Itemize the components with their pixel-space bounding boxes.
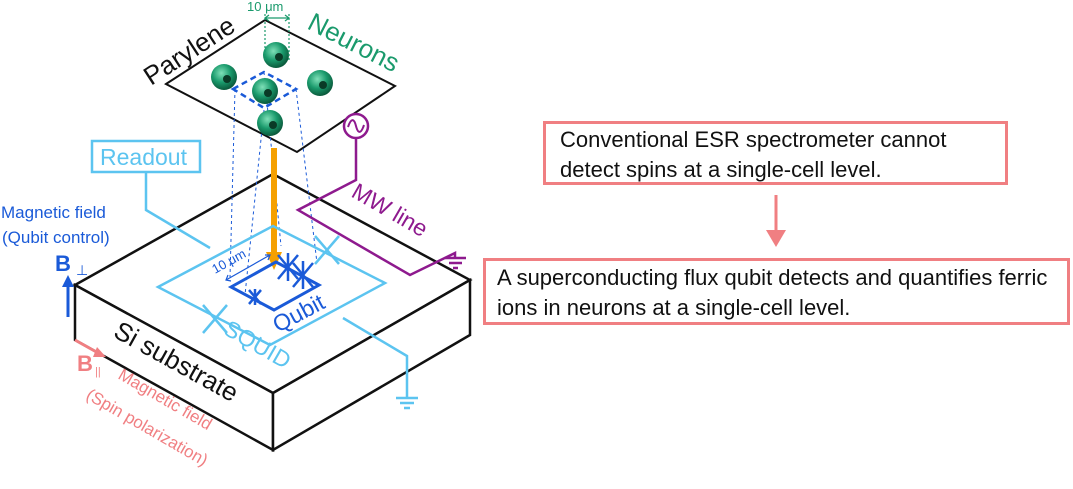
field-control-label-2: (Qubit control) bbox=[2, 228, 110, 247]
neurons bbox=[211, 42, 333, 136]
projection-lines bbox=[229, 71, 318, 296]
flow-arrow bbox=[766, 195, 786, 247]
parylene-sheet bbox=[164, 18, 397, 154]
qubit-statement-text: A superconducting flux qubit detects and… bbox=[497, 265, 1048, 320]
josephson-junction-icon bbox=[248, 253, 314, 305]
b-perp-subscript: ⊥ bbox=[76, 262, 88, 278]
si-substrate bbox=[72, 172, 473, 453]
squid-junction-icon bbox=[202, 235, 340, 334]
conventional-esr-statement: Conventional ESR spectrometer cannot det… bbox=[543, 121, 1008, 185]
scale-bar-qubit bbox=[225, 254, 271, 282]
b-perp-symbol: B bbox=[55, 251, 71, 276]
b-parallel-subscript: || bbox=[95, 366, 101, 378]
ac-source-icon bbox=[342, 112, 370, 140]
b-parallel-symbol: B bbox=[77, 351, 93, 376]
scale-label-top: 10 μm bbox=[247, 0, 283, 14]
mw-line bbox=[295, 138, 466, 277]
conventional-esr-text: Conventional ESR spectrometer cannot det… bbox=[560, 127, 947, 182]
field-control-label-1: Magnetic field bbox=[1, 203, 106, 222]
squid-loop bbox=[144, 172, 418, 410]
selected-cell-frame bbox=[230, 70, 299, 110]
b-perp-arrow bbox=[62, 275, 74, 317]
b-parallel-arrow bbox=[74, 338, 106, 357]
readout-label: Readout bbox=[100, 144, 188, 170]
qubit-statement: A superconducting flux qubit detects and… bbox=[483, 258, 1070, 325]
scale-bar-top bbox=[264, 14, 290, 60]
readout-box bbox=[90, 139, 202, 174]
